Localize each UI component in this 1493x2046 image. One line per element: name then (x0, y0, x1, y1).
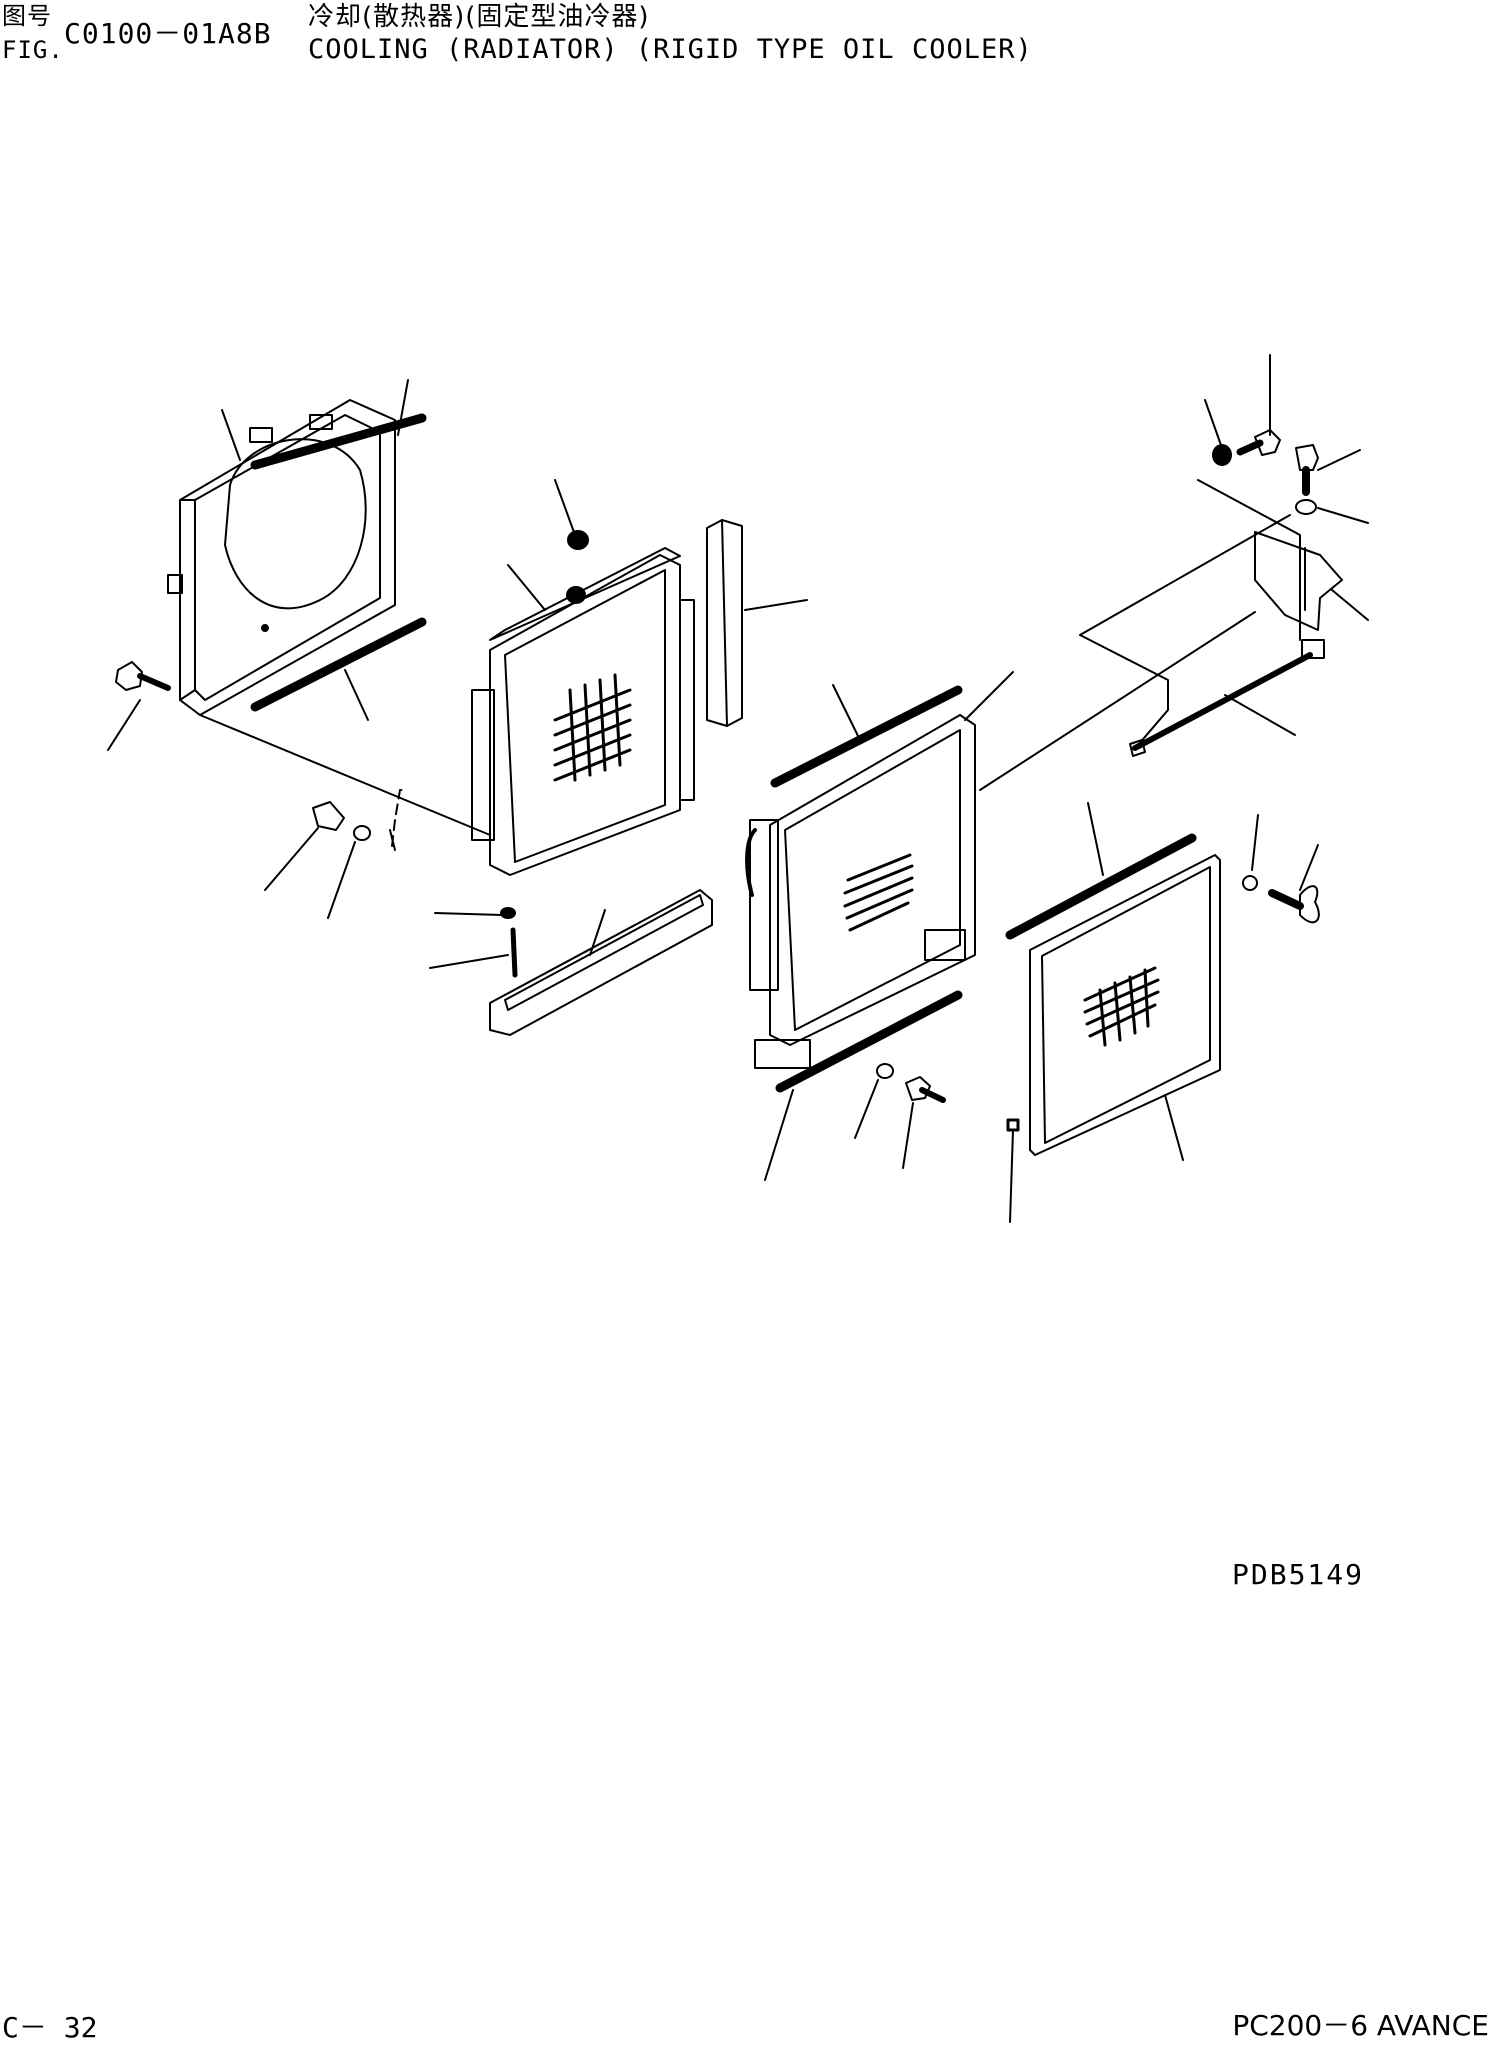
foam-block-horizontal (490, 890, 712, 1035)
oil-cooler (747, 715, 975, 1068)
title-chinese: 冷却(散热器)(固定型油冷器) (308, 2, 650, 32)
bolt-left (116, 662, 168, 690)
machine-model: PC200－6 AVANCE (1232, 2009, 1489, 2042)
seal-strip-bottom (255, 622, 422, 707)
drain-plug (501, 908, 515, 918)
leader-line-radiator (392, 790, 405, 846)
seal-strip-top (255, 418, 422, 465)
washer-top-right (1296, 500, 1316, 514)
screen-panel (1030, 855, 1220, 1155)
bolt-vertical (1296, 445, 1318, 492)
fig-number: C0100－01A8B (64, 17, 272, 50)
oil-cooler-seal-bottom (780, 995, 958, 1088)
fig-label-cn: 图号 (2, 2, 52, 30)
screen-seal (1010, 838, 1192, 935)
fig-label-en: FIG. (2, 36, 64, 64)
drawing-code: PDB5149 (1232, 1558, 1365, 1591)
drain-cock (313, 802, 370, 840)
drain-pin (513, 930, 515, 975)
foam-block-vertical (707, 520, 742, 726)
title-english: COOLING (RADIATOR) (RIGID TYPE OIL COOLE… (308, 34, 1033, 65)
oil-cooler-seal-top (775, 690, 958, 783)
fan-shroud (168, 400, 395, 715)
nut-top-right (1213, 445, 1231, 465)
radiator (472, 548, 694, 875)
clip (1008, 1120, 1018, 1130)
bracket (1255, 532, 1342, 630)
stay-rod (1130, 640, 1324, 756)
bolt-oil-cooler (906, 1077, 943, 1100)
washer-right (1243, 876, 1257, 890)
radiator-cap (567, 531, 588, 603)
washer-oil-cooler (877, 1064, 893, 1078)
page-number: C－ 32 (2, 2011, 98, 2044)
bolt-top-right (1240, 430, 1280, 455)
wing-bolt (1272, 886, 1319, 922)
